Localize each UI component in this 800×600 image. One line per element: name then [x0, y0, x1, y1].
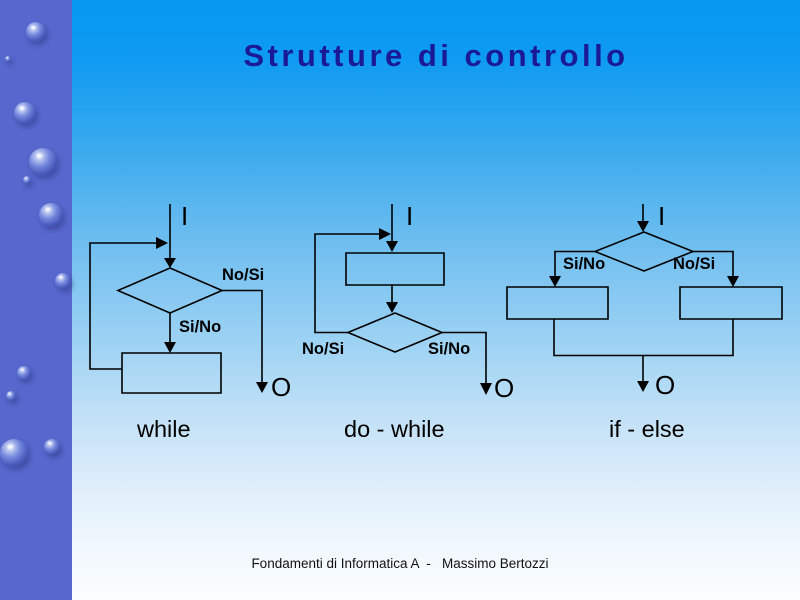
water-droplet-icon — [55, 273, 71, 289]
arrow-down-icon — [637, 221, 649, 232]
do-while-process-box — [346, 253, 444, 285]
arrow-down-icon — [727, 276, 739, 287]
while-output-label: O — [271, 372, 292, 402]
while-name-label: while — [137, 416, 191, 442]
if-else-else-line — [693, 252, 733, 277]
do-while-exit-line — [442, 333, 486, 384]
if-else-decision-diamond — [595, 232, 693, 271]
arrow-down-icon — [164, 342, 176, 353]
water-droplet-icon — [44, 439, 60, 455]
if-else-then-branch-label: Si/No — [563, 255, 606, 273]
while-exit-branch-label: No/Si — [222, 266, 265, 284]
arrow-down-icon — [549, 276, 561, 287]
while-process-box — [122, 353, 221, 393]
do-while-loop-branch-label: No/Si — [302, 340, 345, 358]
if-else-then-line — [555, 252, 595, 277]
if-else-input-label: I — [658, 201, 666, 231]
water-droplet-icon — [26, 22, 46, 42]
arrow-down-icon — [386, 302, 398, 313]
do-while-output-label: O — [494, 373, 515, 403]
page-title: Strutture di controllo — [243, 38, 629, 73]
while-loopback-line — [90, 243, 157, 369]
footer-credit: Fondamenti di Informatica A - Massimo Be… — [251, 556, 549, 571]
if-else-flowchart — [507, 204, 782, 392]
do-while-exit-branch-label: Si/No — [428, 340, 471, 358]
water-droplet-icon — [5, 56, 11, 62]
do-while-flowchart — [315, 204, 492, 395]
while-decision-diamond — [118, 268, 222, 313]
if-else-output-label: O — [655, 370, 676, 400]
if-else-join-line — [554, 319, 733, 356]
if-else-then-box — [507, 287, 608, 319]
if-else-name-label: if - else — [609, 416, 685, 442]
arrow-down-icon — [386, 241, 398, 252]
while-loop-branch-label: Si/No — [179, 318, 222, 336]
do-while-loopback-line — [315, 234, 380, 333]
water-droplet-icon — [14, 102, 36, 124]
arrow-down-icon — [164, 258, 176, 268]
sidebar — [0, 0, 72, 600]
arrow-down-icon — [480, 383, 492, 395]
arrow-down-icon — [637, 381, 649, 392]
arrow-right-icon — [379, 228, 391, 240]
water-droplet-icon — [23, 176, 31, 184]
if-else-else-box — [680, 287, 782, 319]
while-flowchart — [90, 204, 268, 393]
arrow-right-icon — [156, 237, 168, 249]
while-exit-line — [222, 291, 262, 383]
while-input-label: I — [181, 201, 189, 231]
do-while-decision-diamond — [348, 313, 442, 352]
water-droplet-icon — [17, 366, 31, 380]
do-while-input-label: I — [406, 201, 414, 231]
water-droplet-icon — [39, 203, 63, 227]
water-droplet-icon — [29, 148, 57, 176]
water-droplet-icon — [0, 439, 28, 467]
arrow-down-icon — [256, 382, 268, 393]
water-droplet-icon — [6, 391, 16, 401]
do-while-name-label: do - while — [344, 416, 445, 442]
if-else-else-branch-label: No/Si — [673, 255, 716, 273]
